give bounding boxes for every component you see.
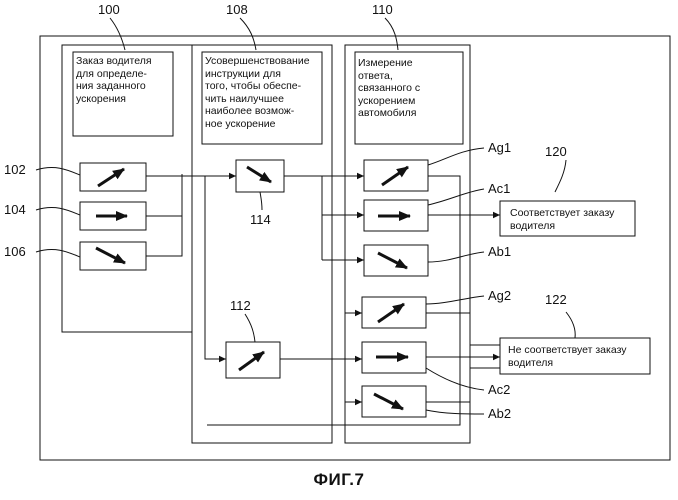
- label-110: 110: [372, 2, 393, 17]
- leader-ac1: [428, 189, 484, 205]
- label-102: 102: [4, 162, 26, 177]
- label-122: 122: [545, 292, 567, 307]
- leader-ac2: [426, 368, 484, 390]
- block-ab2: [362, 386, 426, 417]
- driver-request-text: Заказ водителя для определе- ния заданно…: [76, 55, 172, 105]
- connector-106: [146, 216, 182, 256]
- arrow-down-ab2: [374, 394, 403, 409]
- label-100: 100: [98, 2, 120, 17]
- connector-ag2-nomatch: [426, 313, 500, 345]
- arrow-down-ab1: [378, 253, 407, 268]
- arrow-down-114: [247, 167, 271, 182]
- label-ag1: Ag1: [488, 140, 511, 155]
- label-ab2: Ab2: [488, 406, 511, 421]
- leader-106: [36, 249, 80, 257]
- connector-to-112: [205, 176, 226, 359]
- leader-ab1: [428, 252, 484, 262]
- leader-104: [36, 207, 80, 215]
- leader-112: [245, 314, 255, 342]
- label-ab1: Ab1: [488, 244, 511, 259]
- matches-text: Соответствует заказу водителя: [510, 207, 634, 232]
- arrow-up-112: [239, 352, 264, 370]
- block-ab1: [364, 245, 428, 276]
- arrow-up-ag2: [378, 304, 404, 322]
- leader-102: [36, 167, 80, 175]
- leader-ag1: [428, 148, 484, 165]
- label-114: 114: [250, 212, 271, 227]
- leader-122: [566, 312, 575, 338]
- label-ac1: Ac1: [488, 181, 510, 196]
- leader-120: [555, 160, 566, 192]
- label-ac2: Ac2: [488, 382, 510, 397]
- leader-114: [260, 192, 262, 210]
- label-120: 120: [545, 144, 567, 159]
- leader-ab2: [426, 410, 484, 414]
- leader-ag2: [426, 296, 484, 304]
- arrow-down-106: [96, 248, 125, 263]
- arrow-up-102: [98, 169, 124, 186]
- figure-caption: ФИГ.7: [0, 470, 678, 490]
- label-112: 112: [230, 298, 251, 313]
- arrow-up-ag1: [382, 167, 408, 185]
- label-104: 104: [4, 202, 26, 217]
- not-matches-text: Не соответствует заказу водителя: [508, 344, 648, 369]
- measure-response-text: Измерение ответа, связанного с ускорение…: [358, 57, 462, 120]
- connector-104: [146, 174, 182, 216]
- label-106: 106: [4, 244, 26, 259]
- label-ag2: Ag2: [488, 288, 511, 303]
- label-108: 108: [226, 2, 248, 17]
- improve-instruction-text: Усовершенствование инструкции для того, …: [205, 55, 321, 130]
